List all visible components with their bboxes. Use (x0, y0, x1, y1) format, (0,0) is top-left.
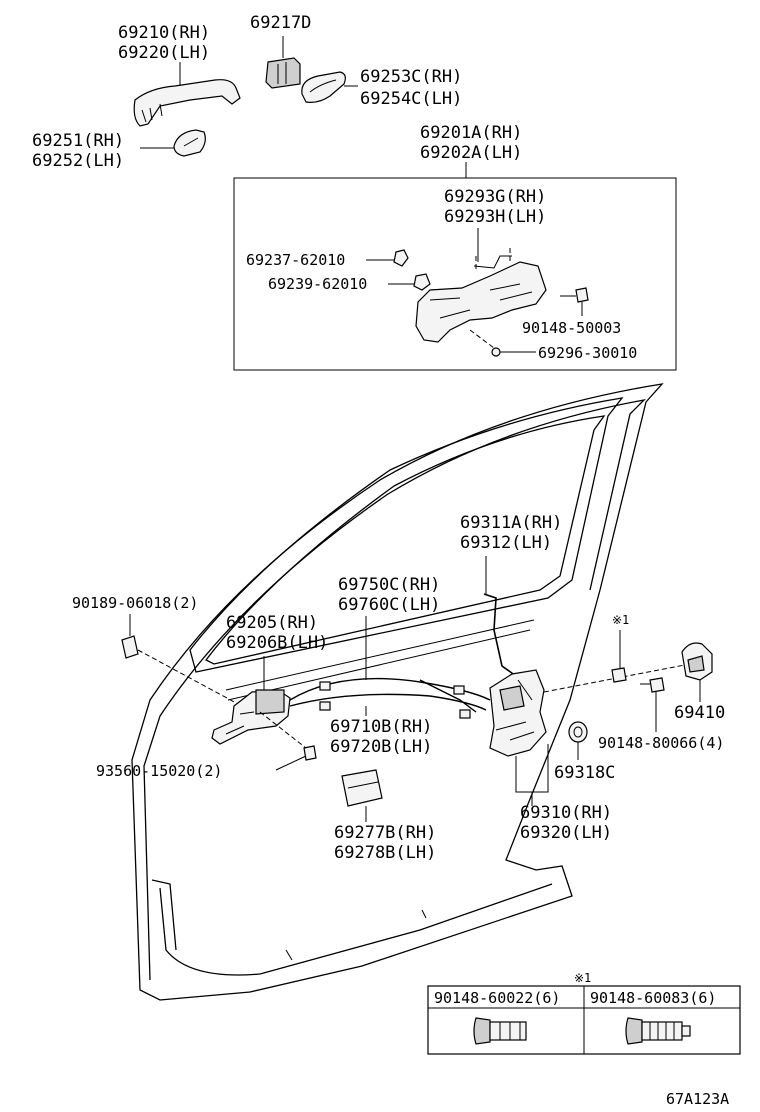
label-69318: 69318C (554, 763, 615, 783)
label-69312: 69312(LH) (460, 533, 552, 553)
grommet (568, 721, 588, 743)
label-90148-50003: 90148-50003 (522, 319, 621, 337)
label-69310: 69310(RH) (520, 803, 612, 823)
label-69252: 69252(LH) (32, 151, 124, 171)
label-69311: 69311A(RH) (460, 513, 562, 533)
door-striker (681, 642, 713, 681)
label-90189: 90189-06018(2) (72, 594, 198, 612)
label-69410: 69410 (674, 703, 725, 723)
table-col2-header: 90148-60083(6) (590, 989, 716, 1007)
label-69750: 69750C(RH) (338, 575, 440, 595)
handle-cap (265, 57, 301, 89)
note-mark-table: ※1 (574, 971, 591, 985)
leader-line (275, 755, 307, 771)
label-69220: 69220(LH) (118, 43, 210, 63)
label-69710: 69710B(RH) (330, 717, 432, 737)
label-69293g: 69293G(RH) (444, 187, 546, 207)
note-mark-screw: ※1 (612, 613, 629, 627)
label-69217: 69217D (250, 13, 311, 33)
label-90148-80066: 90148-80066(4) (598, 734, 724, 752)
clip-69237 (393, 249, 409, 267)
diagram-code: 67A123A (666, 1090, 729, 1108)
lock-rod (483, 593, 517, 677)
label-69720: 69720B(LH) (330, 737, 432, 757)
label-69202: 69202A(LH) (420, 143, 522, 163)
handle-pad-rear (173, 129, 206, 157)
assembly-line (259, 711, 307, 749)
nut-90189 (121, 635, 139, 659)
label-69239: 69239-62010 (268, 275, 367, 293)
label-69206: 69206B(LH) (226, 633, 328, 653)
label-69320: 69320(LH) (520, 823, 612, 843)
label-69760: 69760C(LH) (338, 595, 440, 615)
cable-assembly (289, 677, 491, 719)
label-69278: 69278B(LH) (334, 843, 436, 863)
outside-door-handle (133, 79, 241, 127)
label-69201: 69201A(RH) (420, 123, 522, 143)
label-69296: 69296-30010 (538, 344, 637, 362)
door-lock-assembly (489, 669, 547, 757)
bolt-90148-80066 (640, 677, 665, 693)
label-69293h: 69293H(LH) (444, 207, 546, 227)
door-pad-69277 (341, 769, 383, 807)
door-frame (131, 383, 664, 1001)
label-93560: 93560-15020(2) (96, 762, 222, 780)
assembly-line (137, 649, 239, 705)
handle-frame-assembly (415, 248, 547, 343)
screw-69296 (491, 347, 501, 357)
label-69277: 69277B(RH) (334, 823, 436, 843)
screw-90148-50003 (560, 287, 589, 303)
screw-icon (473, 1017, 527, 1045)
inside-door-handle (211, 689, 291, 745)
frame-assembly-box (233, 177, 677, 371)
assembly-line (469, 329, 495, 349)
label-69251: 69251(RH) (32, 131, 124, 151)
bolt-icon (625, 1017, 691, 1045)
table-col1-header: 90148-60022(6) (434, 989, 560, 1007)
label-69253: 69253C(RH) (360, 67, 462, 87)
label-69254: 69254C(LH) (360, 89, 462, 109)
label-69205: 69205(RH) (226, 613, 318, 633)
screw-table: 90148-60022(6) 90148-60083(6) (427, 985, 741, 1055)
handle-pad (301, 71, 346, 103)
clip-69239 (413, 273, 431, 291)
label-69237: 69237-62010 (246, 251, 345, 269)
label-69210: 69210(RH) (118, 23, 210, 43)
screw-marked (611, 630, 627, 683)
